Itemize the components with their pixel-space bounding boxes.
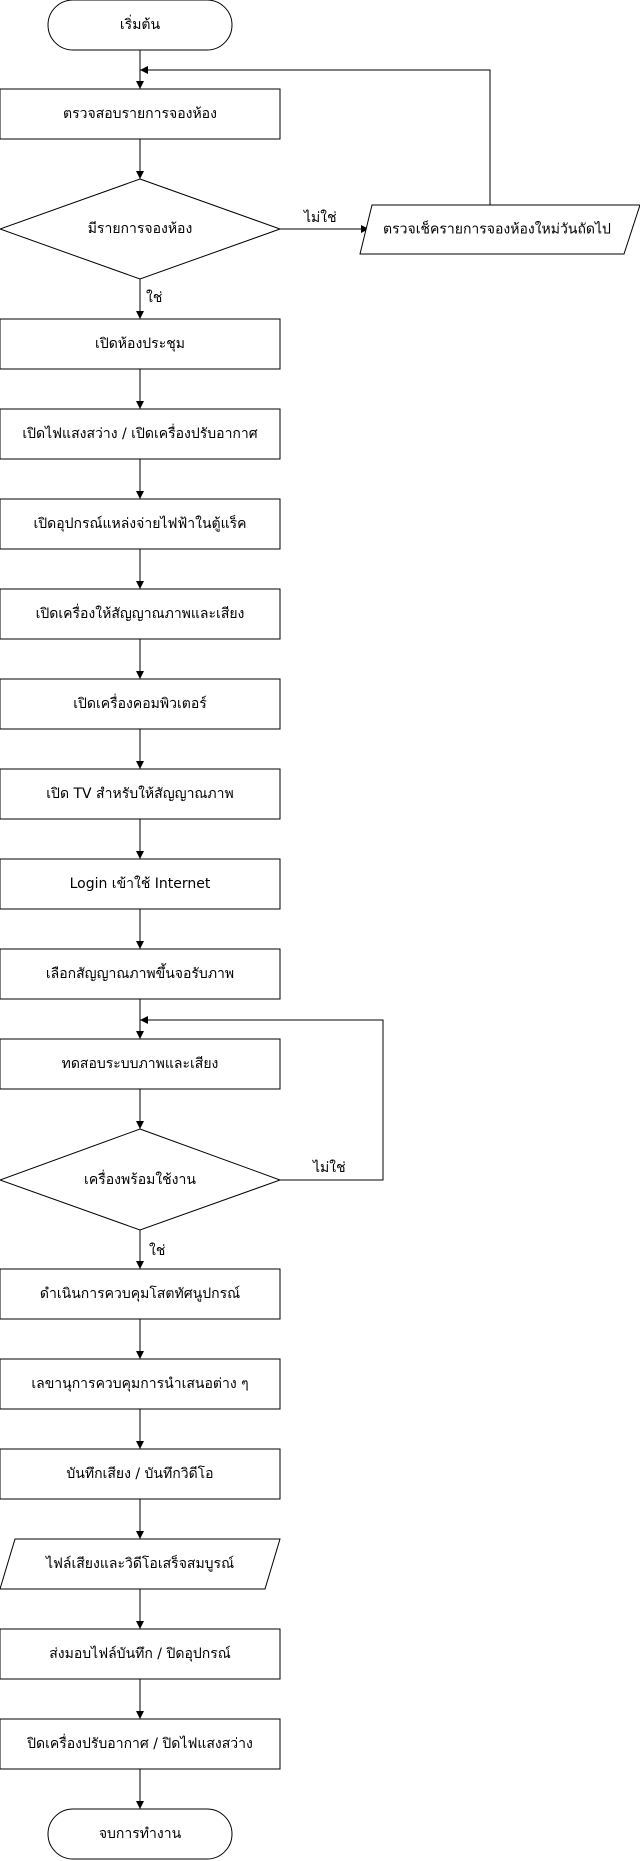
node-test-av: ทดสอบระบบภาพและเสียง — [0, 1038, 281, 1090]
edge-labels: ใช่ ไม่ใช่ ใช่ ไม่ใช่ — [146, 209, 346, 1259]
process-shape — [0, 498, 281, 550]
node-av-signal: เปิดเครื่องให้สัญญาณภาพและเสียง — [0, 588, 281, 640]
node-tv-label: เปิด TV สำหรับให้สัญญาณภาพ — [46, 785, 233, 802]
node-check-next-day-label: ตรวจเช็ครายการจองห้องใหม่วันถัดไป — [383, 220, 611, 238]
node-secretary: เลขานุการควบคุมการนำเสนอต่าง ๆ — [0, 1358, 281, 1410]
process-shape — [0, 1628, 281, 1680]
process-shape — [0, 588, 281, 640]
edge-ready-no-loop-back — [140, 1016, 384, 1181]
node-deliver: ส่งมอบไฟล์บันทึก / ปิดอุปกรณ์ — [0, 1628, 281, 1680]
data-shape — [359, 204, 640, 255]
edge-label-no-2: ไม่ใช่ — [312, 1159, 346, 1176]
node-shutdown: ปิดเครื่องปรับอากาศ / ปิดไฟแสงสว่าง — [0, 1718, 281, 1770]
node-lights-ac: เปิดไฟแสงสว่าง / เปิดเครื่องปรับอากาศ — [0, 408, 281, 460]
node-open-room: เปิดห้องประชุม — [0, 318, 281, 370]
node-computer-label: เปิดเครื่องคอมพิวเตอร์ — [73, 694, 207, 712]
node-select-signal: เลือกสัญญาณภาพขึ้นจอรับภาพ — [0, 948, 281, 1000]
process-shape — [0, 948, 281, 1000]
process-shape — [0, 1268, 281, 1320]
node-ready: เครื่องพร้อมใช้งาน — [0, 1128, 282, 1231]
edge-next-day-loop-back — [140, 66, 491, 205]
process-shape — [0, 1358, 281, 1410]
node-end: จบการทำงาน — [47, 1808, 233, 1860]
process-shape — [0, 1718, 281, 1770]
flowchart-edges — [136, 50, 491, 1809]
process-shape — [0, 678, 281, 730]
node-test-av-label: ทดสอบระบบภาพและเสียง — [62, 1056, 219, 1072]
edge-label-yes-1: ใช่ — [146, 289, 162, 306]
node-secretary-label: เลขานุการควบคุมการนำเสนอต่าง ๆ — [31, 1376, 248, 1392]
node-files-done-label: ไฟล์เสียงและวิดีโอเสร็จสมบูรณ์ — [45, 1554, 234, 1572]
process-shape — [0, 768, 281, 820]
node-av-signal-label: เปิดเครื่องให้สัญญาณภาพและเสียง — [36, 604, 245, 622]
node-rack-power-label: เปิดอุปกรณ์แหล่งจ่ายไฟฟ้าในตู้แร็ค — [33, 514, 246, 532]
node-rack-power: เปิดอุปกรณ์แหล่งจ่ายไฟฟ้าในตู้แร็ค — [0, 498, 281, 550]
process-shape — [0, 88, 281, 140]
terminator-shape — [47, 0, 233, 51]
node-record: บันทึกเสียง / บันทึกวิดีโอ — [0, 1448, 281, 1500]
node-start-label: เริ่มต้น — [120, 15, 161, 33]
node-deliver-label: ส่งมอบไฟล์บันทึก / ปิดอุปกรณ์ — [49, 1645, 230, 1662]
process-shape — [0, 858, 281, 910]
node-operate: ดำเนินการควบคุมโสตทัศนูปกรณ์ — [0, 1268, 281, 1320]
node-check-booking-label: ตรวจสอบรายการจองห้อง — [63, 106, 217, 122]
node-login: Login เข้าใช้ Internet — [0, 858, 281, 910]
node-ready-label: เครื่องพร้อมใช้งาน — [84, 1170, 196, 1188]
node-operate-label: ดำเนินการควบคุมโสตทัศนูปกรณ์ — [40, 1285, 240, 1302]
terminator-shape — [47, 1808, 233, 1860]
data-shape — [0, 1538, 281, 1590]
node-computer: เปิดเครื่องคอมพิวเตอร์ — [0, 678, 281, 730]
node-lights-ac-label: เปิดไฟแสงสว่าง / เปิดเครื่องปรับอากาศ — [22, 424, 257, 442]
process-shape — [0, 408, 281, 460]
node-files-done: ไฟล์เสียงและวิดีโอเสร็จสมบูรณ์ — [0, 1538, 281, 1590]
node-check-booking: ตรวจสอบรายการจองห้อง — [0, 88, 281, 140]
edge-label-yes-2: ใช่ — [149, 1242, 165, 1259]
decision-shape — [0, 178, 282, 280]
node-open-room-label: เปิดห้องประชุม — [95, 336, 185, 352]
decision-shape — [0, 1128, 282, 1231]
process-shape — [0, 318, 281, 370]
node-has-booking-label: มีรายการจองห้อง — [88, 221, 193, 237]
node-check-next-day: ตรวจเช็ครายการจองห้องใหม่วันถัดไป — [359, 204, 640, 255]
node-shutdown-label: ปิดเครื่องปรับอากาศ / ปิดไฟแสงสว่าง — [27, 1734, 253, 1752]
process-shape — [0, 1038, 281, 1090]
edge-label-no-1: ไม่ใช่ — [303, 209, 337, 226]
node-select-signal-label: เลือกสัญญาณภาพขึ้นจอรับภาพ — [46, 963, 234, 982]
node-end-label: จบการทำงาน — [99, 1826, 182, 1842]
node-tv: เปิด TV สำหรับให้สัญญาณภาพ — [0, 768, 281, 820]
node-record-label: บันทึกเสียง / บันทึกวิดีโอ — [66, 1465, 213, 1482]
node-has-booking: มีรายการจองห้อง — [0, 178, 282, 280]
node-login-label: Login เข้าใช้ Internet — [70, 875, 211, 892]
node-start: เริ่มต้น — [47, 0, 233, 51]
process-shape — [0, 1448, 281, 1500]
